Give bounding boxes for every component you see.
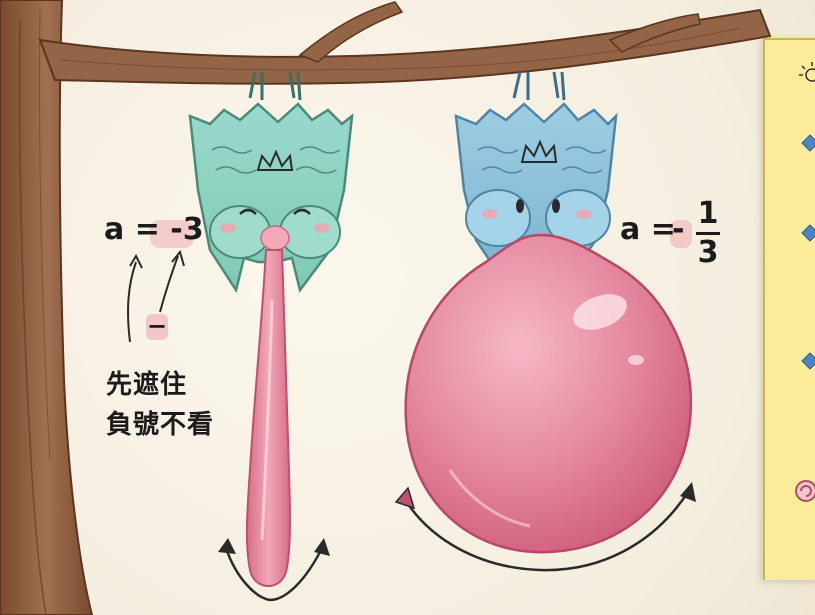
diamond-bullet-icon (801, 224, 815, 242)
tree-trunk (0, 0, 94, 615)
minus-badge: − (146, 312, 168, 340)
spiral-icon (795, 480, 815, 502)
twig-small (608, 13, 701, 53)
swing-arc-right (402, 491, 690, 572)
equation-left: a = -3 (104, 212, 204, 247)
equation-right-fraction: 1 3 (696, 198, 720, 269)
equation-right-prefix: a = (620, 212, 676, 247)
swing-arc-left (224, 547, 324, 602)
fraction-numerator: 1 (697, 196, 719, 231)
left-bat (188, 71, 354, 294)
crown-icon (520, 139, 558, 163)
diamond-bullet-icon (801, 134, 815, 152)
arrow-up-right (159, 255, 179, 313)
fraction-denominator: 3 (697, 235, 719, 270)
fraction-bar (696, 232, 720, 235)
gum-bubble (404, 233, 693, 554)
highlight-right (670, 220, 692, 248)
tip-line-1: 先遮住 (106, 370, 188, 400)
highlight-left (150, 220, 194, 248)
tree-branch (38, 8, 772, 85)
tip-line-2: 負號不看 (106, 410, 215, 440)
equation-right-minus: - (672, 212, 685, 247)
diamond-bullet-icon (801, 352, 815, 370)
arrow-up-left (127, 261, 137, 343)
twig-upper (298, 1, 404, 63)
right-bat (454, 71, 618, 278)
crown-icon (256, 149, 294, 171)
sun-icon (799, 62, 815, 82)
sticky-note-panel (763, 38, 815, 580)
